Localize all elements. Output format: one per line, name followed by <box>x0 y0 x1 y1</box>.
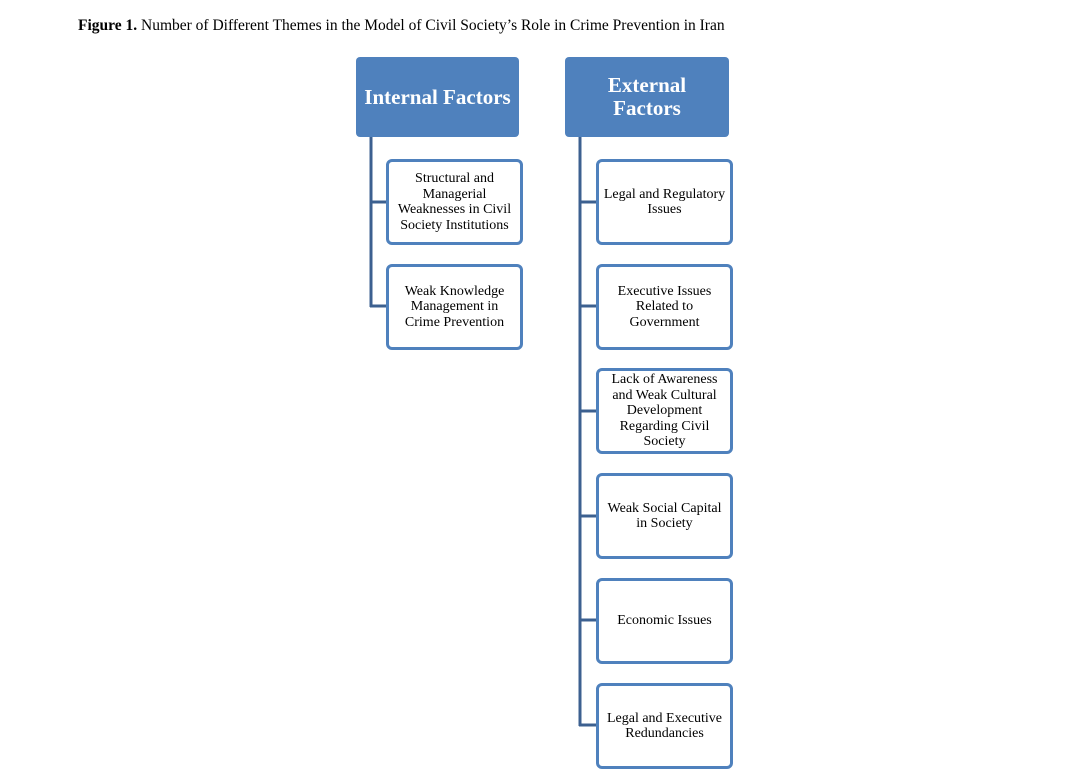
external-item-5: Economic Issues <box>596 578 733 664</box>
caption-label: Figure 1. <box>78 17 138 34</box>
external-item-6: Legal and Executive Redundancies <box>596 683 733 769</box>
external-factors-header: External Factors <box>565 57 729 137</box>
external-item-3-label: Lack of Awareness and Weak Cultural Deve… <box>611 372 718 450</box>
internal-item-2: Weak Knowledge Management in Crime Preve… <box>386 264 523 350</box>
external-item-1-label: Legal and Regulatory Issues <box>603 186 726 218</box>
external-item-6-label: Legal and Executive Redundancies <box>606 710 723 742</box>
external-item-3: Lack of Awareness and Weak Cultural Deve… <box>596 368 733 454</box>
external-factors-title: External Factors <box>607 73 687 120</box>
external-item-2-label: Executive Issues Related to Government <box>617 283 712 330</box>
caption-text: Number of Different Themes in the Model … <box>141 17 725 34</box>
external-item-4: Weak Social Capital in Society <box>596 473 733 559</box>
external-item-2: Executive Issues Related to Government <box>596 264 733 350</box>
external-item-1: Legal and Regulatory Issues <box>596 159 733 245</box>
internal-item-2-label: Weak Knowledge Management in Crime Preve… <box>404 283 505 330</box>
internal-factors-header: Internal Factors <box>356 57 519 137</box>
external-item-5-label: Economic Issues <box>617 613 712 629</box>
external-item-4-label: Weak Social Capital in Society <box>607 500 722 532</box>
internal-item-1-label: Structural and Managerial Weaknesses in … <box>397 171 512 233</box>
internal-item-1: Structural and Managerial Weaknesses in … <box>386 159 523 245</box>
figure-caption: Figure 1. Number of Different Themes in … <box>78 17 725 35</box>
